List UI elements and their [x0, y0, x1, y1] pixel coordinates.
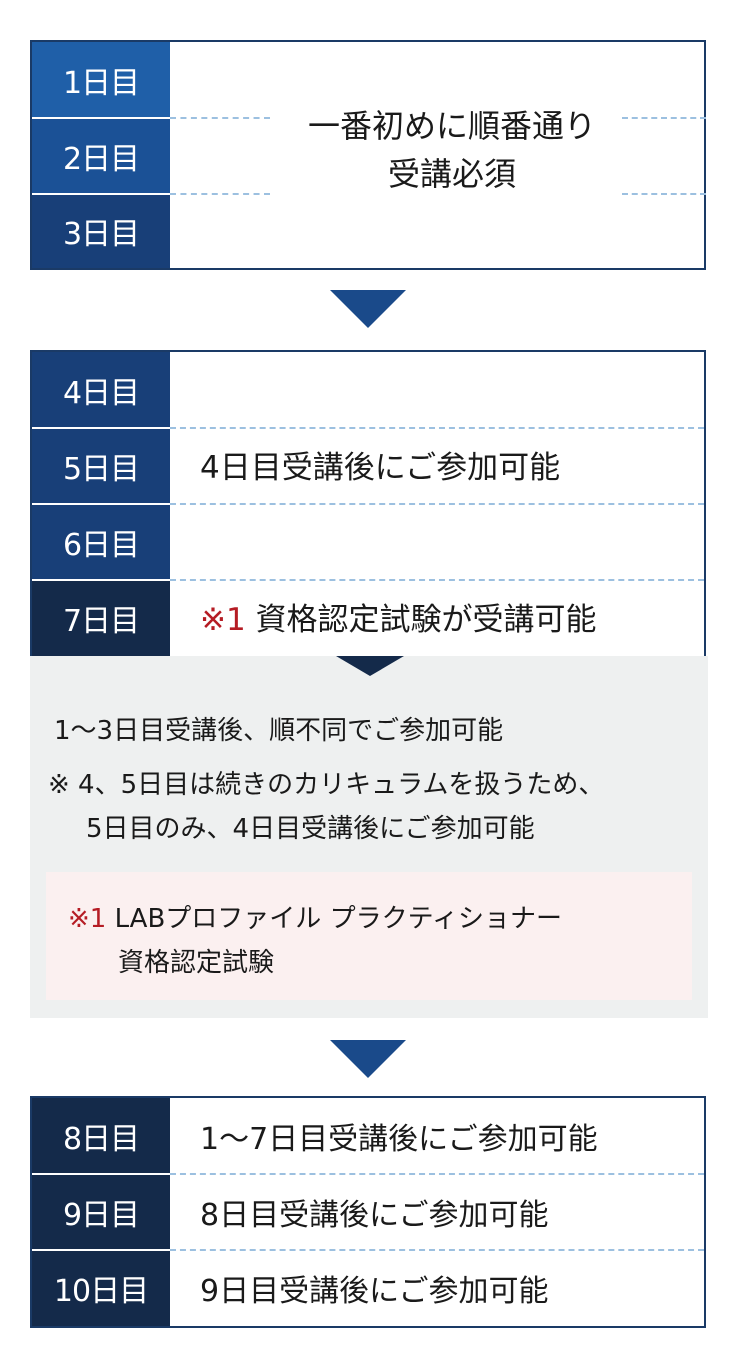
- qualification-mark: ※1: [68, 904, 107, 934]
- note-line-2: ※ 4、5日目は続きのカリキュラムを扱うため、: [48, 770, 605, 800]
- day-separator: [32, 193, 170, 195]
- day-label-6: 6日目: [32, 504, 170, 580]
- dashed-divider: [170, 193, 270, 195]
- dashed-divider: [170, 1249, 704, 1251]
- day-8-condition-text: 1〜7日目受講後にご参加可能: [200, 1122, 598, 1157]
- dashed-divider: [170, 1173, 704, 1175]
- day-separator: [32, 1249, 170, 1251]
- qualification-note-line-2: 資格認定試験: [118, 948, 275, 978]
- day-separator: [32, 1173, 170, 1175]
- day-9-condition-text: 8日目受講後にご参加可能: [200, 1198, 549, 1233]
- day-10-condition-text: 9日目受講後にご参加可能: [200, 1274, 549, 1309]
- day-separator: [32, 117, 170, 119]
- day-label-7: 7日目: [32, 580, 170, 656]
- dashed-divider: [170, 579, 704, 581]
- block-days-4-7: 4日目 5日目 6日目 7日目 4日目受講後にご参加可能 ※1 資格認定試験が受…: [30, 350, 706, 658]
- row7-text: ※1 資格認定試験が受講可能: [200, 600, 597, 640]
- day-9-condition: 8日目受講後にご参加可能: [170, 1174, 704, 1250]
- dashed-divider: [170, 427, 704, 429]
- notes-panel: 1〜3日目受講後、順不同でご参加可能 ※ 4、5日目は続きのカリキュラムを扱うた…: [30, 656, 708, 1018]
- dashed-divider: [170, 117, 270, 119]
- qualification-note: ※1 LABプロファイル プラクティショナー 資格認定試験: [46, 872, 692, 1000]
- day-8-condition: 1〜7日目受講後にご参加可能: [170, 1098, 704, 1174]
- notes-pointer: [336, 656, 404, 676]
- day-label-10: 10日目: [32, 1250, 170, 1326]
- day-label-2: 2日目: [32, 118, 170, 194]
- dashed-divider: [622, 117, 706, 119]
- block1-text-line1: 一番初めに順番通り: [307, 107, 596, 145]
- block1-text: 一番初めに順番通り 受講必須: [232, 102, 672, 198]
- note-line-1: 1〜3日目受講後、順不同でご参加可能: [54, 716, 504, 746]
- dashed-divider: [622, 193, 706, 195]
- day-label-4: 4日目: [32, 352, 170, 428]
- block2-main-text: 4日目受講後にご参加可能: [200, 450, 561, 486]
- qualification-title: LABプロファイル プラクティショナー: [114, 904, 563, 934]
- day-label-8: 8日目: [32, 1098, 170, 1174]
- block-days-1-3: 1日目 2日目 3日目 一番初めに順番通り 受講必須: [30, 40, 706, 270]
- dashed-divider: [170, 503, 704, 505]
- note-line-3: 5日目のみ、4日目受講後にご参加可能: [86, 814, 535, 844]
- day-label-5: 5日目: [32, 428, 170, 504]
- row7-mark: ※1: [200, 602, 246, 638]
- block-days-8-10: 8日目 1〜7日目受講後にご参加可能 9日目 8日目受講後にご参加可能 10日目…: [30, 1096, 706, 1328]
- day-separator: [32, 579, 170, 581]
- day-label-1: 1日目: [32, 42, 170, 118]
- row7-label: 資格認定試験が受講可能: [255, 602, 597, 638]
- day-separator: [32, 503, 170, 505]
- qualification-note-line-1: ※1 LABプロファイル プラクティショナー: [68, 898, 562, 935]
- day-label-3: 3日目: [32, 194, 170, 268]
- down-arrow-icon: [330, 1040, 406, 1078]
- day-10-condition: 9日目受講後にご参加可能: [170, 1250, 704, 1326]
- block1-text-line2: 受講必須: [387, 155, 516, 193]
- day-label-9: 9日目: [32, 1174, 170, 1250]
- day-separator: [32, 427, 170, 429]
- down-arrow-icon: [330, 290, 406, 328]
